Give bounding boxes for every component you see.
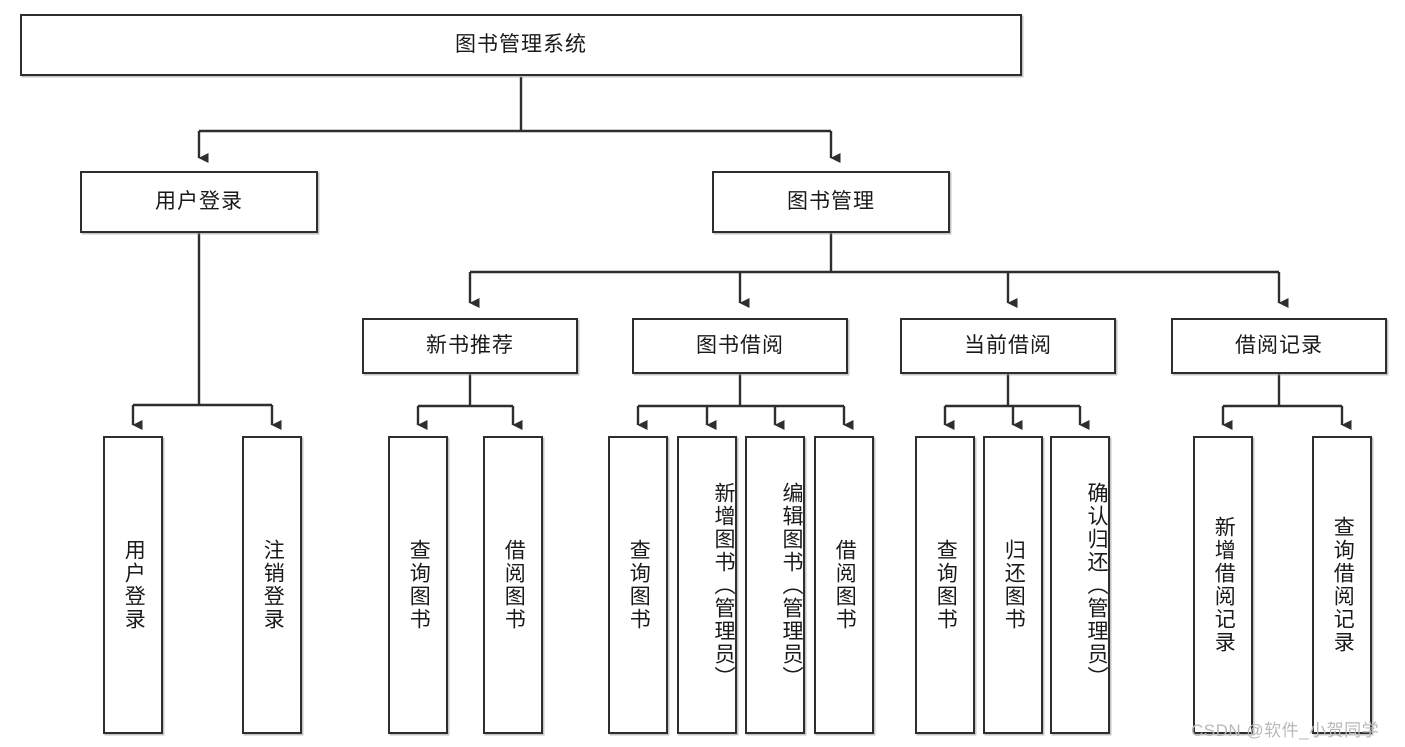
- node-leaf-add-record[interactable]: 新增借阅记录: [1193, 436, 1253, 734]
- node-leaf-user-login[interactable]: 用户登录: [103, 436, 163, 734]
- node-leaf-edit-book[interactable]: 编辑图书（管理员）: [745, 436, 805, 734]
- node-book-manage[interactable]: 图书管理: [712, 171, 950, 233]
- node-leaf-borrow-book-2[interactable]: 借阅图书: [814, 436, 874, 734]
- node-book-borrow[interactable]: 图书借阅: [632, 318, 848, 374]
- node-borrow-record[interactable]: 借阅记录: [1171, 318, 1387, 374]
- node-leaf-query-book-2[interactable]: 查询图书: [608, 436, 668, 734]
- node-leaf-query-book-1[interactable]: 查询图书: [388, 436, 448, 734]
- node-leaf-confirm-return[interactable]: 确认归还（管理员）: [1050, 436, 1110, 734]
- node-leaf-query-record[interactable]: 查询借阅记录: [1312, 436, 1372, 734]
- node-leaf-query-book-3[interactable]: 查询图书: [915, 436, 975, 734]
- watermark-text: CSDN @软件_小贺同学: [1191, 721, 1380, 740]
- node-leaf-add-book[interactable]: 新增图书（管理员）: [677, 436, 737, 734]
- node-current-borrow[interactable]: 当前借阅: [900, 318, 1116, 374]
- node-leaf-logout-login[interactable]: 注销登录: [242, 436, 302, 734]
- node-leaf-borrow-book-1[interactable]: 借阅图书: [483, 436, 543, 734]
- node-new-book-recommend[interactable]: 新书推荐: [362, 318, 578, 374]
- node-user-login[interactable]: 用户登录: [80, 171, 318, 233]
- node-root[interactable]: 图书管理系统: [20, 14, 1022, 76]
- node-leaf-return-book[interactable]: 归还图书: [983, 436, 1043, 734]
